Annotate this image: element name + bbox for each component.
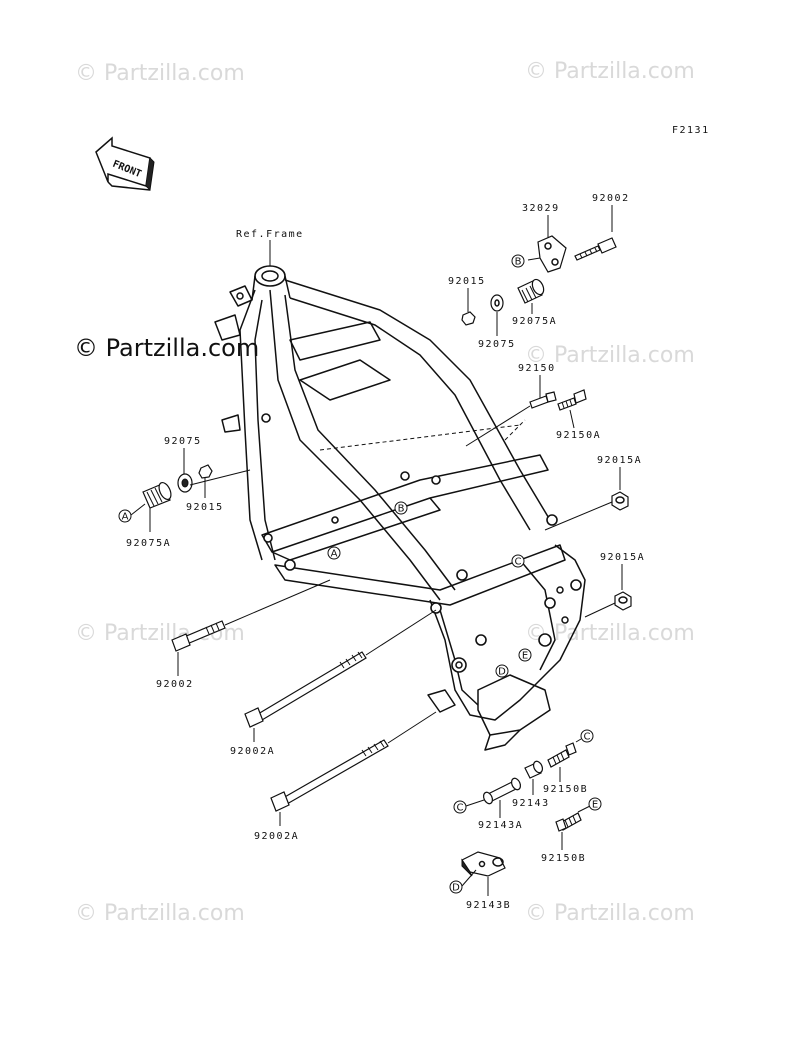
damper-92075a — [517, 278, 545, 304]
callout-d-frame: D — [495, 664, 509, 678]
part-label-92015a-2: 92015A — [600, 552, 645, 563]
part-label-92143: 92143 — [512, 798, 550, 809]
part-label-92143a: 92143A — [478, 820, 523, 831]
motorcycle-frame — [214, 265, 586, 751]
nut-92015a-1 — [611, 491, 629, 511]
shaft-92143a — [482, 777, 522, 805]
ref-frame-label: Ref.Frame — [236, 229, 304, 240]
svg-text:C: C — [584, 732, 591, 743]
callout-b-frame: B — [394, 501, 408, 515]
part-label-92002-bottom: 92002 — [156, 679, 194, 690]
callout-b: B — [511, 254, 525, 268]
part-label-92150b-2: 92150B — [541, 853, 586, 864]
watermark: © Partzilla.com — [525, 901, 695, 926]
bolt-92002-bottom — [171, 620, 226, 652]
svg-text:C: C — [457, 803, 464, 814]
damper-92075a-left — [142, 481, 172, 509]
part-label-92015-left: 92015 — [186, 502, 224, 513]
bracket-92143b — [461, 851, 506, 877]
watermark: © Partzilla.com — [525, 59, 695, 84]
bracket-32029 — [537, 235, 567, 273]
part-label-92150b-1: 92150B — [543, 784, 588, 795]
callout-e-frame: E — [518, 648, 532, 662]
nut-92015-left — [198, 464, 213, 479]
figure-code: F2131 — [672, 125, 710, 136]
part-label-92002a-2: 92002A — [254, 831, 299, 842]
svg-text:C: C — [515, 557, 522, 568]
callout-a-frame: A — [327, 546, 341, 560]
front-arrow-icon: FRONT — [95, 136, 155, 192]
washer-92075 — [490, 294, 504, 312]
bolt-92150b-1 — [547, 742, 577, 768]
bolt-92002a-1 — [244, 651, 367, 728]
svg-text:A: A — [331, 549, 338, 560]
part-label-92150: 92150 — [518, 363, 556, 374]
part-label-92075-top: 92075 — [478, 339, 516, 350]
callout-c-frame: C — [511, 554, 525, 568]
watermark: © Partzilla.com — [75, 61, 245, 86]
watermark: © Partzilla.com — [75, 901, 245, 926]
svg-text:B: B — [515, 257, 522, 268]
washer-92075-left — [177, 473, 193, 493]
bolt-92002a-2 — [270, 739, 389, 812]
part-label-92015a-1: 92015A — [597, 455, 642, 466]
watermark: © Partzilla.com — [525, 343, 695, 368]
callout-e-right: E — [588, 797, 602, 811]
svg-text:D: D — [498, 667, 506, 678]
bolt-92002 — [574, 237, 617, 261]
svg-text:D: D — [452, 883, 460, 894]
callout-c-right: C — [580, 729, 594, 743]
svg-text:A: A — [122, 512, 129, 523]
part-label-92150a: 92150A — [556, 430, 601, 441]
svg-text:E: E — [522, 651, 528, 662]
watermark-prominent: © Partzilla.com — [74, 334, 259, 362]
nut-92015 — [461, 311, 476, 326]
part-label-92075a-top: 92075A — [512, 316, 557, 327]
part-label-92002a-1: 92002A — [230, 746, 275, 757]
svg-text:B: B — [398, 504, 405, 515]
bolt-92150a — [557, 389, 587, 411]
bolt-92150b-2 — [555, 812, 582, 832]
nut-92015a-2 — [614, 591, 632, 611]
part-label-32029: 32029 — [522, 203, 560, 214]
callout-c-lower: C — [453, 800, 467, 814]
part-label-92002-top: 92002 — [592, 193, 630, 204]
part-label-92015-top: 92015 — [448, 276, 486, 287]
collar-92143 — [524, 760, 544, 779]
svg-text:E: E — [592, 800, 598, 811]
callout-d-lower: D — [449, 880, 463, 894]
callout-a: A — [118, 509, 132, 523]
bolt-92150 — [529, 391, 557, 409]
part-label-92075a-left: 92075A — [126, 538, 171, 549]
part-label-92143b: 92143B — [466, 900, 511, 911]
part-label-92075-left: 92075 — [164, 436, 202, 447]
